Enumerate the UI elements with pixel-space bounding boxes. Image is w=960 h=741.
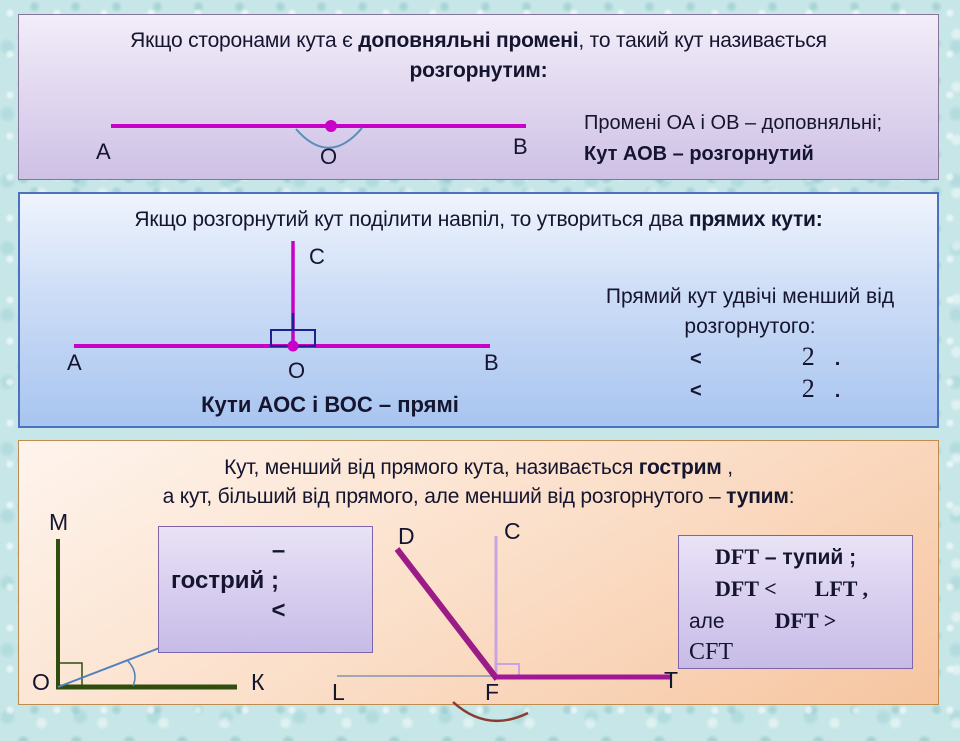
panel-acute-obtuse: Кут, менший від прямого кута, називаєтьс… [18,440,939,723]
obtuse-label-text: – тупий ; [759,546,857,569]
point-O [325,120,337,132]
panel1-title-bold: доповняльні промені [358,29,579,52]
panel2-title-pre: Якщо розгорнутий кут поділити навпіл, то… [134,208,689,231]
obtuse-box-line1: DFT – тупий ; [689,541,902,573]
ray-FD [394,547,500,681]
label-F: F [485,679,500,705]
label-O: О [320,144,338,169]
panel3-title1-bold: гострим [638,456,722,479]
panel2-title: Якщо розгорнутий кут поділити навпіл, то… [20,194,937,235]
ale-text: але [689,610,725,633]
panel2-note: Прямий кут удвічі менший від розгорнутог… [560,282,940,406]
panel1-title: Якщо сторонами кута є доповняльні промен… [19,15,938,86]
acute-angle-arc [126,659,136,687]
coefficient-2: 2 [801,342,815,371]
panel3-title1-pre: Кут, менший від прямого кута, називаєтьс… [224,456,639,479]
obtuse-angle-box: DFT – тупий ; DFT < LFT , але DFT > CFT [678,535,913,669]
panel2-title-bold: прямих кути: [688,208,823,231]
panel2-note-line1: Прямий кут удвічі менший від [605,285,895,308]
panel1-note: Промені ОА і ОВ – доповняльні; Кут АОВ –… [584,108,882,170]
panel1-title-pre: Якщо сторонами кута є [130,29,359,52]
equation-row-2: <2. [560,374,940,406]
acute-box-line1: – [271,537,286,564]
panel-straight-angle: Якщо сторонами кута є доповняльні промен… [18,14,939,180]
label-D: D [398,523,415,549]
lt-sign: < [690,348,702,370]
panel3-title2-post: : [788,485,795,508]
slide: Якщо сторонами кута є доповняльні промен… [18,14,939,723]
equation-row-1: <2. [560,342,940,374]
acute-box-line3: < [271,597,286,624]
panel2-note-line2: розгорнутого: [684,315,816,338]
dot: . [834,380,841,402]
label-M: М [49,509,69,535]
panel3-title2-bold: тупим [726,485,789,508]
angle-arc-AOB [295,127,363,149]
panel-right-angles: Якщо розгорнутий кут поділити навпіл, то… [18,192,939,428]
panel1-note-line1: Промені ОА і ОВ – доповняльні; [584,112,883,134]
lt-sign: < [690,380,702,402]
obtuse-box-line4: CFT [689,639,734,665]
dft-term: DFT [715,544,759,569]
panel3-title1-post: , [721,456,733,479]
panel3-title2-pre: а кут, більший від прямого, але менший в… [162,485,727,508]
panel1-title-line2: розгорнутим: [409,59,548,82]
panel1-note-line2: Кут АОВ – розгорнутий [584,143,814,165]
dft-gt-term: DFT > [774,608,837,633]
label-C: С [309,244,325,269]
label-B: В [513,134,528,159]
panel1-title-post: , то такий кут називається [578,29,827,52]
acute-obtuse-diagrams [56,536,670,723]
label-L: L [332,679,345,705]
point-O [287,340,299,352]
label-B: В [484,350,499,375]
coefficient-2: 2 [801,374,815,403]
acute-box-line2: гострий ; [171,567,279,594]
right-angle-diagram [74,241,490,352]
obtuse-box-line2: DFT < LFT , [689,573,902,605]
label-O: О [288,358,306,383]
dot: . [834,348,841,370]
straight-angle-diagram [111,120,526,149]
obtuse-box-line3: але DFT > [689,605,902,637]
label-A: А [67,350,82,375]
label-T: T [664,667,679,693]
panel3-title: Кут, менший від прямого кута, називаєтьс… [19,441,938,511]
right-angle-square-O [57,662,83,688]
panel2-caption: Кути АОС і ВОС – прямі [201,392,459,417]
dft-lt-term: DFT < [715,576,777,601]
label-K: К [251,669,265,695]
label-A: А [96,139,111,164]
label-C: C [504,518,521,544]
label-O: О [32,669,50,695]
acute-ray [57,646,163,688]
acute-angle-box: – гострий ; < [158,526,373,653]
lft-term: LFT , [814,576,869,601]
